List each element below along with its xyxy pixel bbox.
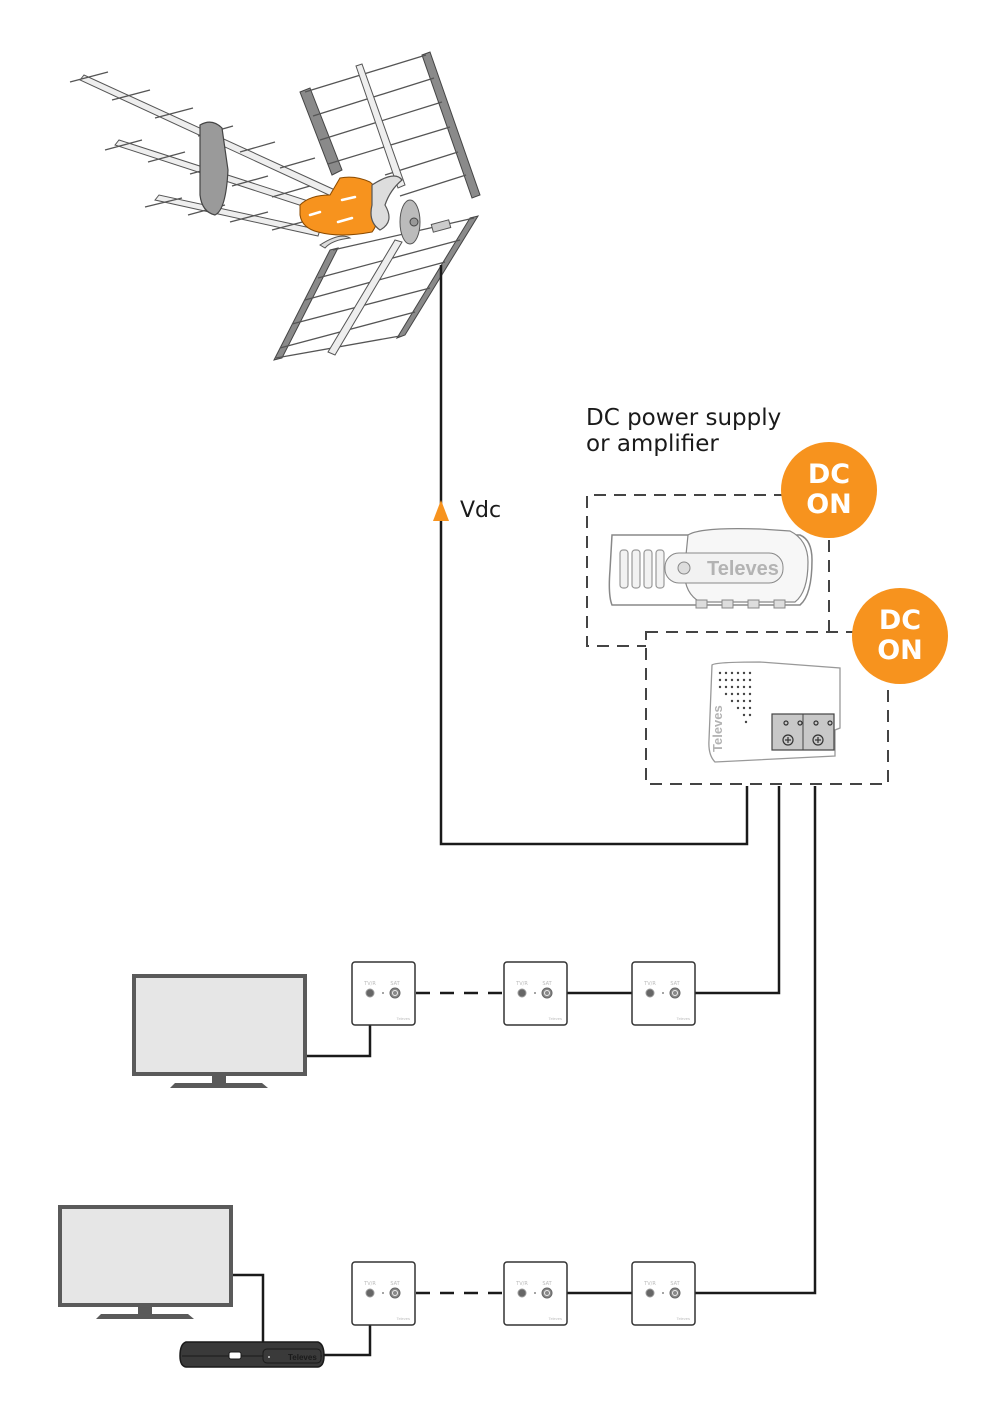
- power-supply-enclosures: [586, 494, 889, 785]
- vdc-label: Vdc: [460, 498, 502, 523]
- wall-outlet: TV/R SAT Televes: [503, 961, 568, 1026]
- tv-2: [58, 1205, 233, 1319]
- outlet-brand-text: Televes: [676, 1016, 690, 1021]
- port-label: TV/R: [363, 1281, 376, 1287]
- vdc-arrow-icon: [433, 500, 449, 521]
- badge-line-2: ON: [877, 635, 923, 666]
- tv-port-icon: [365, 988, 375, 998]
- tv-stb-cable: [232, 1273, 265, 1343]
- amplifier-brand-text: Televes: [707, 558, 779, 580]
- port-label: TV/R: [515, 1281, 528, 1287]
- sat-port-icon: [389, 987, 401, 999]
- power-supply-device: Televes: [708, 661, 841, 763]
- port-label: SAT: [670, 1281, 680, 1287]
- port-label: SAT: [390, 1281, 400, 1287]
- wall-outlet: TV/R SAT Televes: [351, 961, 416, 1026]
- antenna-upper-reflector: [299, 51, 481, 199]
- tv-port-icon: [645, 988, 655, 998]
- antenna-mast-clamp: [370, 175, 403, 231]
- wall-outlet: TV/R SAT Televes: [631, 1261, 696, 1326]
- dc-on-badge: DC ON: [781, 442, 877, 538]
- stb-brand-text: Televes: [288, 1353, 317, 1362]
- badge-line-1: DC: [878, 605, 922, 636]
- ventilation-holes: [718, 671, 752, 724]
- port-label: TV/R: [643, 981, 656, 987]
- sat-port-icon: [541, 1287, 553, 1299]
- outlet-brand-text: Televes: [548, 1316, 562, 1321]
- outlet-brand-text: Televes: [676, 1316, 690, 1321]
- amplifier-device: Televes: [608, 528, 813, 609]
- tv-port-icon: [645, 1288, 655, 1298]
- port-label: SAT: [542, 1281, 552, 1287]
- outlet-brand-text: Televes: [396, 1016, 410, 1021]
- wall-outlet: TV/R SAT Televes: [631, 961, 696, 1026]
- sat-port-icon: [669, 1287, 681, 1299]
- antenna: [69, 51, 481, 361]
- set-top-box: Televes: [179, 1341, 325, 1368]
- badge-line-2: ON: [806, 489, 852, 520]
- outlet-brand-text: Televes: [548, 1016, 562, 1021]
- branch-cable-1: [695, 786, 781, 995]
- antenna-downlead-cable: [439, 265, 749, 846]
- antenna-bracket: [199, 121, 229, 216]
- power-supply-label: DC power supply or amplifier: [586, 405, 782, 457]
- port-label: SAT: [390, 981, 400, 987]
- sat-port-icon: [541, 987, 553, 999]
- wall-outlet: TV/R SAT Televes: [503, 1261, 568, 1326]
- coax-cables: [232, 265, 817, 1357]
- dc-on-badge: DC ON: [852, 588, 948, 684]
- branch-cable-2: [695, 786, 817, 1295]
- tv-port-icon: [517, 988, 527, 998]
- outlet-brand-text: Televes: [396, 1316, 410, 1321]
- port-label: TV/R: [643, 1281, 656, 1287]
- antenna-lower-reflector: [273, 215, 480, 361]
- sat-port-icon: [389, 1287, 401, 1299]
- port-label: TV/R: [515, 981, 528, 987]
- port-label: SAT: [542, 981, 552, 987]
- tv-port-icon: [365, 1288, 375, 1298]
- wall-outlet: TV/R SAT Televes: [351, 1261, 416, 1326]
- port-label: TV/R: [363, 981, 376, 987]
- port-label: SAT: [670, 981, 680, 987]
- antenna-directors: [69, 71, 316, 231]
- badge-line-1: DC: [807, 459, 851, 490]
- tv-port-icon: [517, 1288, 527, 1298]
- tv-1: [132, 974, 307, 1088]
- power-supply-brand-text: Televes: [710, 705, 725, 752]
- sat-port-icon: [669, 987, 681, 999]
